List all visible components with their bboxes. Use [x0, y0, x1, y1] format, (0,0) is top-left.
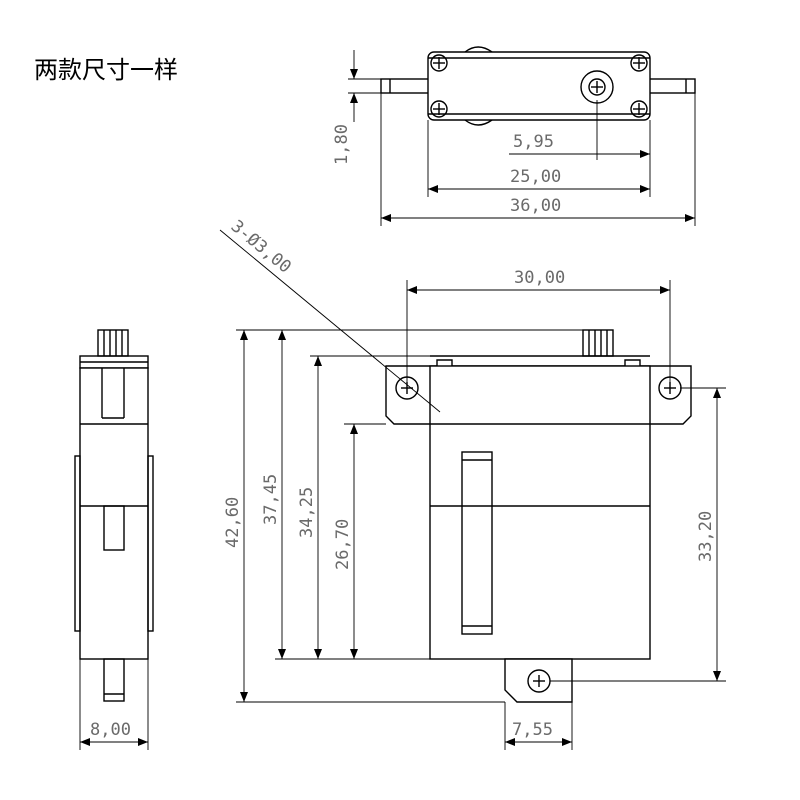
dim-tab-width: 7,55: [512, 720, 553, 740]
front-view: [385, 329, 692, 703]
top-view-dimensions: 1,80 5,95 25,00 36,00: [332, 50, 696, 226]
dim-side-width: 8,00: [90, 720, 131, 740]
corner-screw-icon: [630, 100, 648, 118]
dim-top-inner-width: 25,00: [510, 167, 561, 187]
side-view: [74, 329, 154, 702]
output-shaft-icon: [580, 70, 614, 104]
corner-screw-icon: [430, 100, 448, 118]
note-text: 两款尺寸一样: [34, 56, 178, 84]
dim-hole-spacing: 30,00: [514, 268, 565, 288]
dim-top-overall-width: 36,00: [510, 196, 561, 216]
side-view-dimensions: 8,00: [79, 659, 149, 750]
dim-holes: 3-Ø3,00: [227, 216, 295, 277]
top-view: [380, 46, 696, 126]
dim-overall-height: 42,60: [223, 497, 243, 548]
dim-hole-vertical: 33,20: [696, 511, 716, 562]
corner-screw-icon: [630, 54, 648, 72]
dim-height-34: 34,25: [297, 487, 317, 538]
dim-top-height: 1,80: [332, 124, 352, 165]
gear-icon: [582, 329, 614, 357]
dim-height-37: 37,45: [261, 474, 281, 525]
corner-screw-icon: [430, 54, 448, 72]
dim-top-offset: 5,95: [513, 132, 554, 152]
dim-height-26: 26,70: [333, 519, 353, 570]
